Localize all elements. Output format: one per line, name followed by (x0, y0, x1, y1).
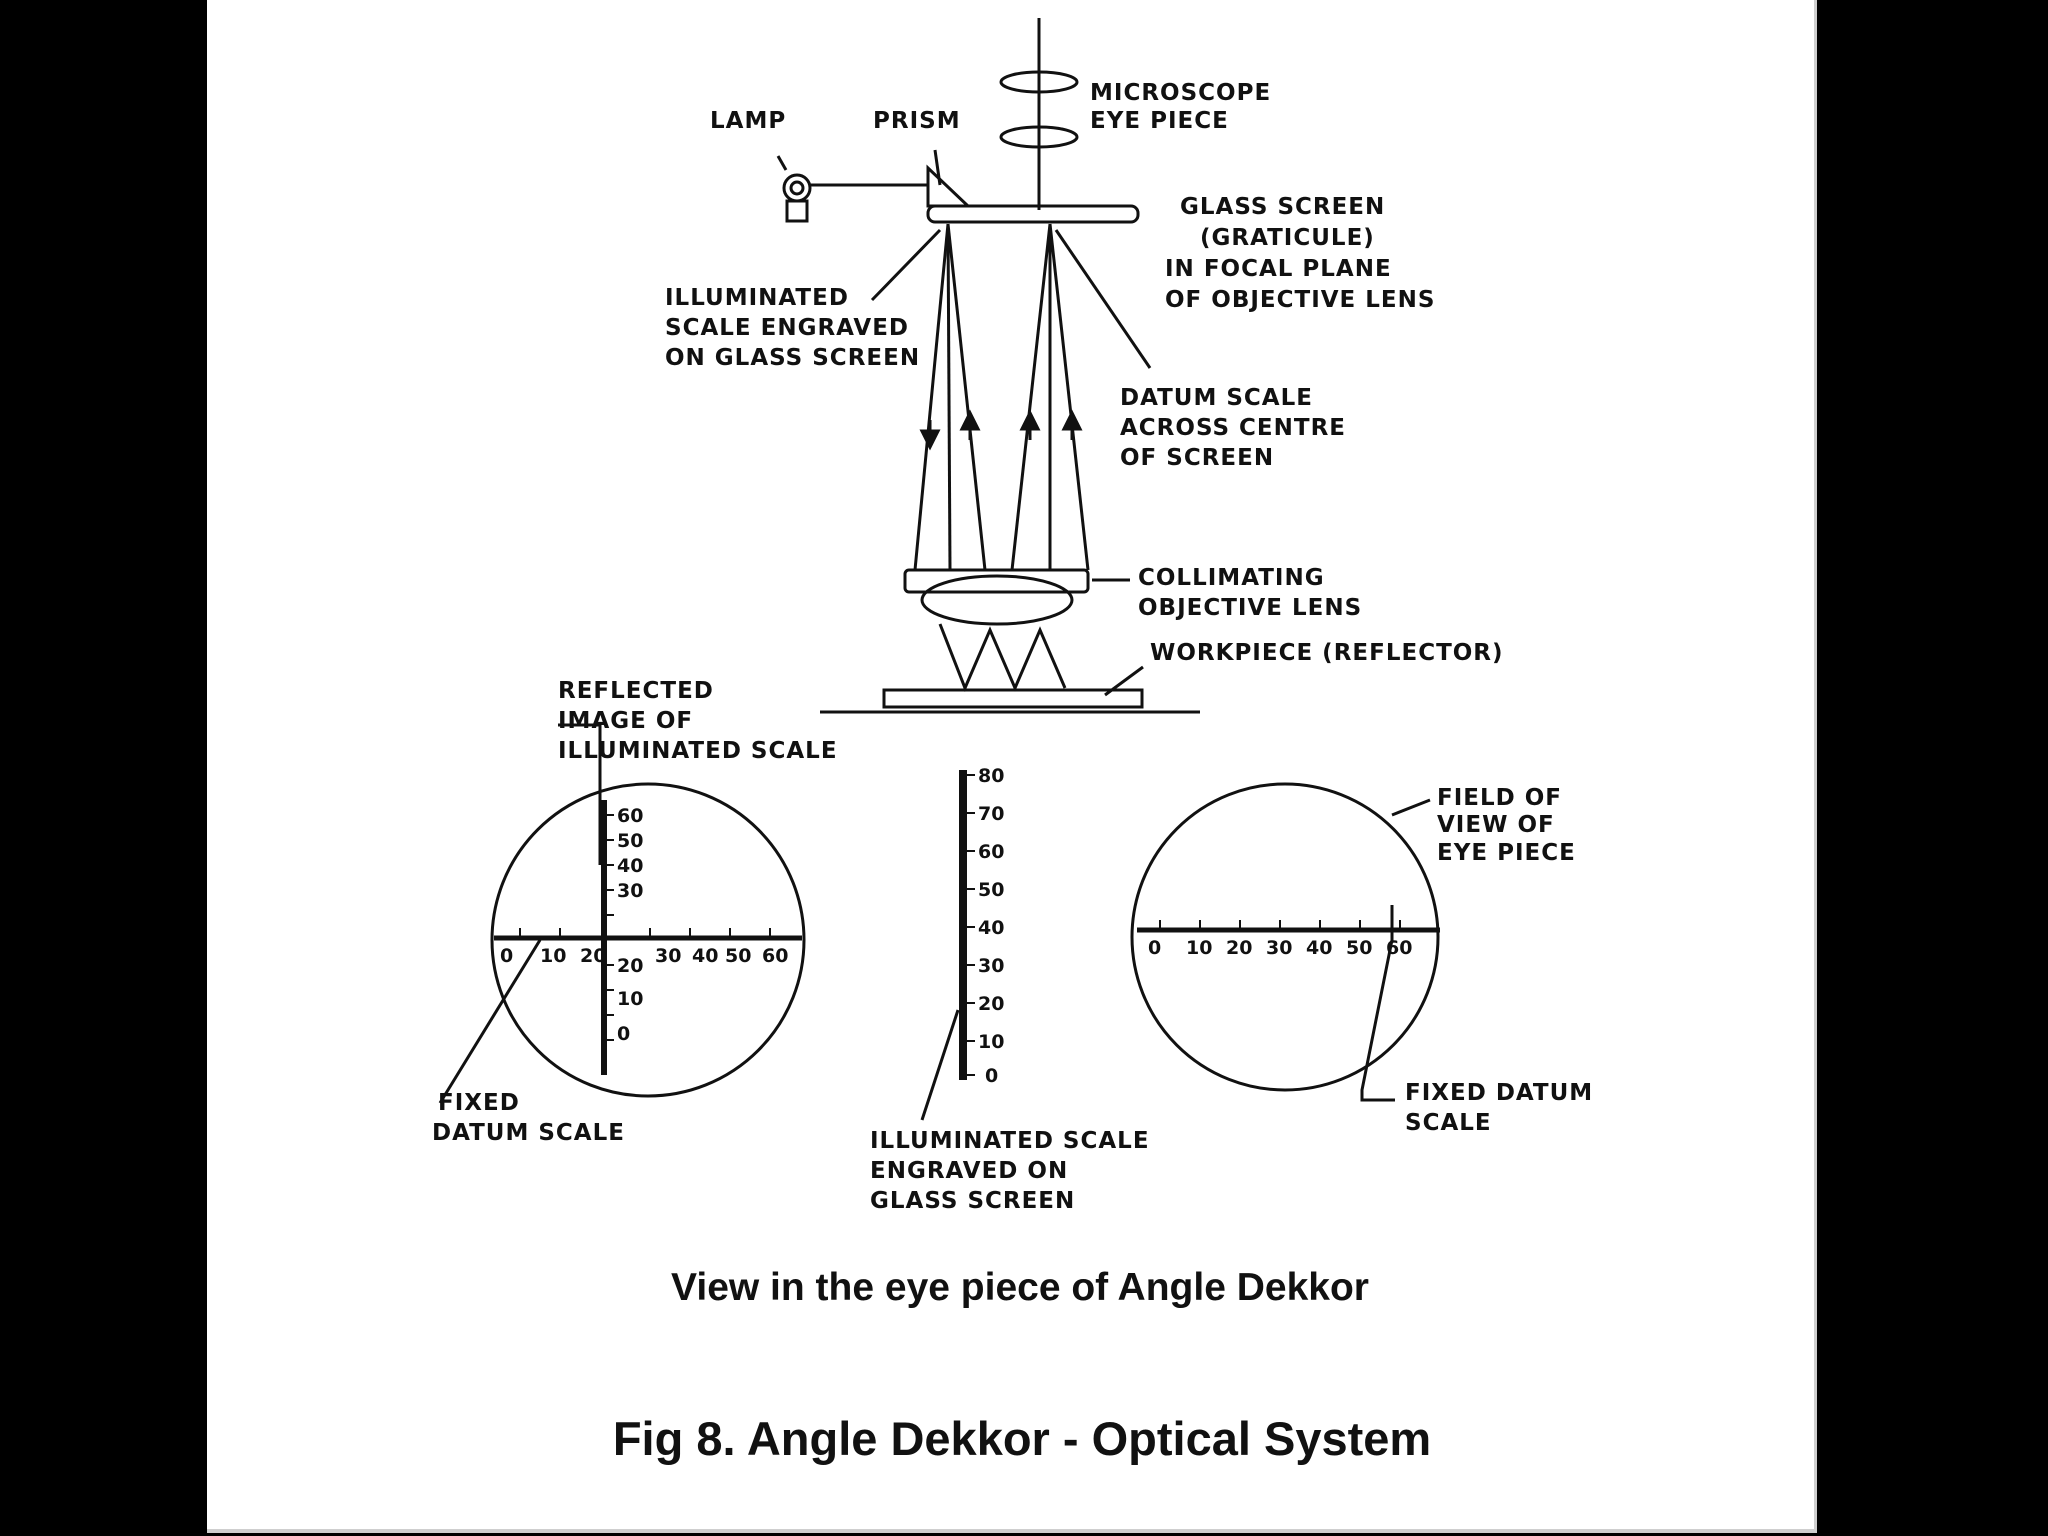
leader-illuminated-top (870, 228, 942, 302)
reflected-label-3: ILLUMINATED SCALE (558, 738, 838, 764)
scale-numbers: 60 50 40 30 20 10 0 0 10 20 30 40 50 60 … (500, 765, 1412, 1087)
view-caption: View in the eye piece of Angle Dekkor (671, 1266, 1369, 1309)
left-h-tick-0: 0 (500, 945, 513, 967)
lamp-label: LAMP (710, 108, 786, 134)
right-h-tick-60: 60 (1386, 937, 1412, 959)
left-h-tick-40: 40 (692, 945, 718, 967)
fixed-datum-left-label-1: FIXED (438, 1090, 520, 1116)
mid-tick-30: 30 (978, 955, 1004, 977)
glass-screen-label-1: GLASS SCREEN (1180, 194, 1385, 220)
fixed-datum-left-label-2: DATUM SCALE (432, 1120, 625, 1146)
left-v-tick-30: 30 (617, 880, 643, 902)
mid-tick-50: 50 (978, 879, 1004, 901)
right-h-tick-30: 30 (1266, 937, 1292, 959)
mid-tick-0: 0 (985, 1065, 998, 1087)
prism-icon (926, 164, 972, 208)
mid-tick-80: 80 (978, 765, 1004, 787)
reflected-label-2: IMAGE OF (558, 708, 693, 734)
lamp-icon (776, 155, 812, 223)
fixed-datum-right-label-1: FIXED DATUM (1405, 1080, 1593, 1106)
fixed-datum-right-label-2: SCALE (1405, 1110, 1492, 1136)
mid-tick-40: 40 (978, 917, 1004, 939)
leader-workpiece (1104, 665, 1144, 697)
right-h-tick-10: 10 (1186, 937, 1212, 959)
left-v-tick-50: 50 (617, 830, 643, 852)
left-v-tick-10: 10 (617, 988, 643, 1010)
collimating-label-2: OBJECTIVE LENS (1138, 595, 1362, 621)
left-h-tick-10: 10 (540, 945, 566, 967)
right-h-tick-40: 40 (1306, 937, 1332, 959)
microscope-label-1: MICROSCOPE (1090, 80, 1271, 106)
glass-screen-label-3: IN FOCAL PLANE (1165, 256, 1392, 282)
right-h-tick-20: 20 (1226, 937, 1252, 959)
left-h-tick-30: 30 (655, 945, 681, 967)
datum-top-label-1: DATUM SCALE (1120, 385, 1313, 411)
glass-screen-label-4: OF OBJECTIVE LENS (1165, 287, 1435, 313)
left-h-tick-50: 50 (725, 945, 751, 967)
illuminated-bottom-label-2: ENGRAVED ON (870, 1158, 1068, 1184)
mid-tick-20: 20 (978, 993, 1004, 1015)
left-eyepiece-view (438, 723, 806, 1104)
datum-top-label-3: OF SCREEN (1120, 445, 1274, 471)
illuminated-top-label-2: SCALE ENGRAVED (665, 315, 909, 341)
field-of-view-label-2: VIEW OF (1437, 812, 1555, 838)
left-v-tick-20: 20 (617, 955, 643, 977)
field-of-view-label-3: EYE PIECE (1437, 840, 1576, 866)
optical-assembly (438, 18, 1440, 1121)
scale-ticks (519, 774, 1401, 1076)
left-v-tick-60: 60 (617, 805, 643, 827)
collimating-lens (903, 568, 1090, 626)
leader-prism (933, 149, 942, 186)
callout-labels: LAMP PRISM MICROSCOPE EYE PIECE GLASS SC… (432, 80, 1593, 1214)
eyepiece-lens-upper (999, 70, 1079, 94)
figure-title: Fig 8. Angle Dekkor - Optical System (613, 1412, 1431, 1465)
light-rays (913, 223, 1090, 571)
prism-label: PRISM (873, 108, 961, 134)
collimating-label-1: COLLIMATING (1138, 565, 1325, 591)
datum-top-label-2: ACROSS CENTRE (1120, 415, 1346, 441)
glass-screen (926, 204, 1140, 224)
eyepiece-lens-lower (999, 125, 1079, 149)
reflected-rays (938, 623, 1067, 692)
mid-tick-60: 60 (978, 841, 1004, 863)
illuminated-bottom-label-3: GLASS SCREEN (870, 1188, 1075, 1214)
leader-datum-top (1054, 229, 1152, 369)
illuminated-bottom-label-1: ILLUMINATED SCALE (870, 1128, 1150, 1154)
mid-tick-70: 70 (978, 803, 1004, 825)
right-h-tick-50: 50 (1346, 937, 1372, 959)
mid-tick-10: 10 (978, 1031, 1004, 1053)
figure-frame (207, 0, 1817, 1533)
workpiece-reflector (882, 688, 1144, 709)
middle-illuminated-scale (920, 770, 967, 1121)
workpiece-label: WORKPIECE (REFLECTOR) (1150, 640, 1504, 666)
left-h-tick-20: 20 (580, 945, 606, 967)
left-h-tick-60: 60 (762, 945, 788, 967)
illuminated-top-label-3: ON GLASS SCREEN (665, 345, 920, 371)
right-eyepiece-view (1130, 782, 1440, 1102)
reflected-label-1: REFLECTED (558, 678, 714, 704)
field-of-view-label-1: FIELD OF (1437, 785, 1562, 811)
right-h-tick-0: 0 (1148, 937, 1161, 959)
glass-screen-label-2: (GRATICULE) (1200, 225, 1375, 251)
left-v-tick-40: 40 (617, 855, 643, 877)
illuminated-top-label-1: ILLUMINATED (665, 285, 849, 311)
left-v-tick-0: 0 (617, 1023, 630, 1045)
microscope-label-2: EYE PIECE (1090, 108, 1229, 134)
